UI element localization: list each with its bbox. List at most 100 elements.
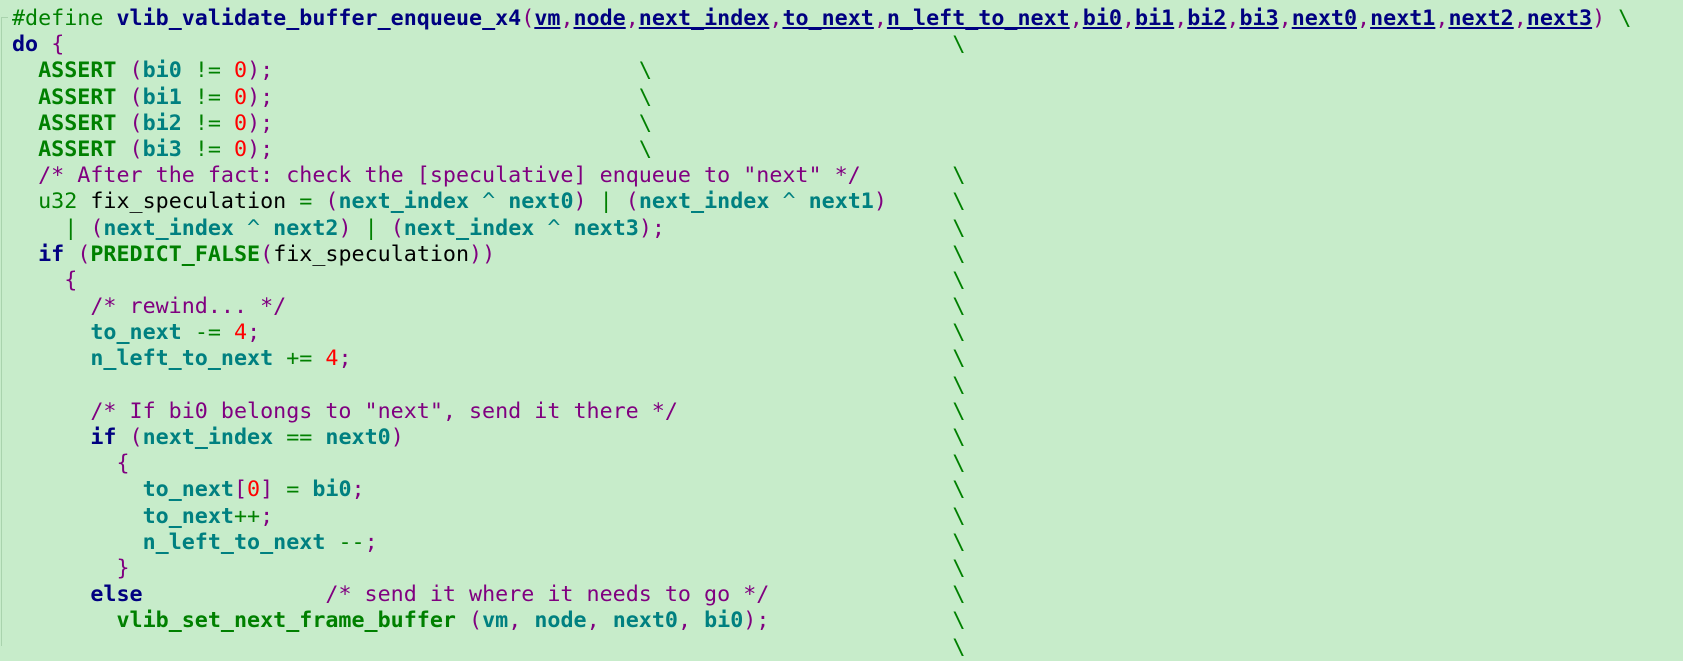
- line-continuation-backslash: \: [952, 503, 966, 529]
- code-token: ,: [677, 608, 705, 634]
- code-line[interactable]: ASSERT (bi0 != 0);\: [12, 58, 1631, 84]
- code-line[interactable]: | (next_index ^ next2) | (next_index ^ n…: [12, 216, 1631, 242]
- code-token: bi0: [142, 58, 182, 84]
- code-line[interactable]: do {\: [12, 32, 1631, 58]
- code-token: 0: [234, 84, 248, 110]
- code-token: vm: [534, 6, 561, 31]
- code-token: 4: [325, 346, 339, 372]
- code-token: ): [1592, 6, 1606, 31]
- code-line[interactable]: \: [12, 373, 1631, 399]
- code-token: bi0: [312, 477, 352, 503]
- code-token: [221, 137, 234, 162]
- code-editor[interactable]: #define vlib_validate_buffer_enqueue_x4(…: [12, 6, 1631, 661]
- code-line[interactable]: ASSERT (bi1 != 0);\: [12, 85, 1631, 111]
- code-token: [: [233, 477, 248, 503]
- code-token: #define: [12, 6, 117, 31]
- code-token: |: [364, 215, 378, 241]
- code-token: ASSERT: [38, 136, 117, 162]
- code-line[interactable]: n_left_to_next --;\: [12, 530, 1631, 556]
- code-line[interactable]: {\: [12, 268, 1631, 294]
- code-line[interactable]: {\: [12, 451, 1631, 477]
- code-line[interactable]: to_next -= 4;\: [12, 320, 1631, 346]
- code-fold-marker[interactable]: [1, 17, 8, 18]
- code-token: 0: [234, 110, 248, 136]
- code-token: |: [64, 215, 78, 241]
- code-token: next1: [1370, 6, 1436, 31]
- line-continuation-backslash: \: [952, 241, 966, 267]
- code-line[interactable]: to_next++;\: [12, 504, 1631, 530]
- code-token: [64, 242, 77, 267]
- code-token: !=: [194, 136, 221, 162]
- code-token: next3: [573, 215, 639, 241]
- code-line[interactable]: /* After the fact: check the [speculativ…: [12, 163, 1631, 189]
- line-continuation-backslash: \: [638, 84, 652, 110]
- code-token: [312, 425, 325, 450]
- code-line[interactable]: n_left_to_next += 4;\: [12, 346, 1631, 372]
- code-token: [273, 477, 286, 502]
- line-continuation-backslash: \: [952, 372, 966, 398]
- code-token: [12, 85, 38, 110]
- code-token: ;: [351, 477, 365, 503]
- code-token: [312, 189, 325, 214]
- code-token: to_next: [142, 503, 234, 529]
- code-token: (: [625, 189, 639, 215]
- code-line[interactable]: vlib_set_next_frame_buffer (vm, node, ne…: [12, 608, 1631, 634]
- code-token: [273, 425, 286, 450]
- code-token: (: [325, 189, 339, 215]
- code-token: vlib_validate_buffer_enqueue_x4: [116, 6, 522, 31]
- code-token: [12, 530, 143, 555]
- code-token: ,: [1278, 6, 1292, 31]
- line-continuation-backslash: \: [952, 529, 966, 555]
- code-token: ^: [534, 215, 574, 241]
- code-line[interactable]: ASSERT (bi2 != 0);\: [12, 111, 1631, 137]
- code-token: ,: [1069, 6, 1083, 31]
- code-token: (: [129, 84, 143, 110]
- code-token: [12, 189, 38, 214]
- line-continuation-backslash: \: [952, 555, 966, 581]
- code-token: [352, 216, 365, 241]
- code-token: [12, 58, 38, 83]
- code-token: (: [521, 6, 535, 31]
- code-token: ;: [247, 320, 261, 346]
- code-token: [12, 608, 116, 633]
- code-token: [77, 216, 90, 241]
- code-line[interactable]: }\: [12, 556, 1631, 582]
- code-line[interactable]: ASSERT (bi3 != 0);\: [12, 137, 1631, 163]
- line-continuation-backslash: \: [952, 346, 966, 372]
- code-line[interactable]: /* rewind... */\: [12, 294, 1631, 320]
- code-token: ,: [1226, 6, 1240, 31]
- code-token: )): [469, 241, 496, 267]
- code-token: [12, 504, 143, 529]
- code-token: +=: [286, 346, 313, 372]
- code-token: vlib_set_next_frame_buffer: [116, 608, 456, 634]
- code-token: next0: [508, 189, 574, 215]
- code-line[interactable]: else /* send it where it needs to go */\: [12, 582, 1631, 608]
- code-line[interactable]: to_next[0] = bi0;\: [12, 477, 1631, 503]
- code-token: [12, 268, 64, 293]
- code-token: {: [116, 451, 130, 477]
- code-token: [77, 189, 90, 214]
- code-line[interactable]: u32 fix_speculation = (next_index ^ next…: [12, 189, 1631, 215]
- code-token: ): [338, 215, 352, 241]
- code-line[interactable]: \: [12, 635, 1631, 661]
- code-token: [12, 216, 64, 241]
- code-token: (: [129, 110, 143, 136]
- code-token: [378, 216, 391, 241]
- code-token: [587, 189, 600, 214]
- code-token: to_next: [90, 320, 182, 346]
- code-token: fix_speculation: [90, 189, 287, 215]
- code-token: 0: [247, 477, 261, 503]
- code-token: /* If bi0 belongs to "next", send it the…: [90, 398, 678, 424]
- line-continuation-backslash: \: [952, 634, 966, 660]
- code-token: 0: [234, 58, 248, 84]
- code-token: [221, 111, 234, 136]
- code-line[interactable]: #define vlib_validate_buffer_enqueue_x4(…: [12, 6, 1631, 32]
- code-token: ,: [560, 6, 574, 31]
- code-line[interactable]: if (PREDICT_FALSE(fix_speculation))\: [12, 242, 1631, 268]
- line-continuation-backslash: \: [952, 294, 966, 320]
- code-line[interactable]: /* If bi0 belongs to "next", send it the…: [12, 399, 1631, 425]
- code-token: next1: [808, 189, 874, 215]
- code-token: n_left_to_next: [90, 346, 274, 372]
- code-token: n_left_to_next: [886, 6, 1070, 31]
- code-line[interactable]: if (next_index == next0)\: [12, 425, 1631, 451]
